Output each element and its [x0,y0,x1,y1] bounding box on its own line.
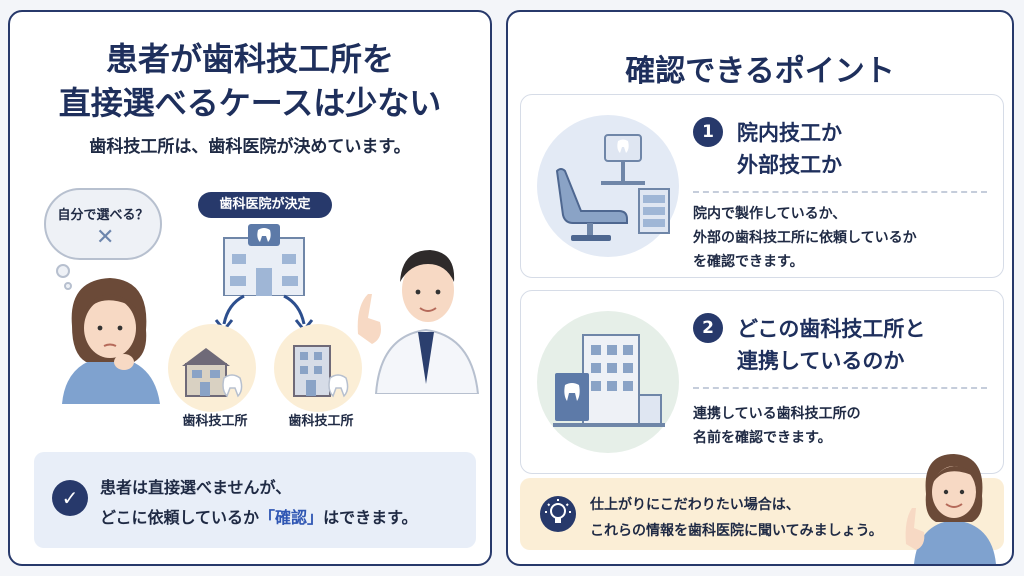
bubble-dot-large [56,264,70,278]
tip-line1: 仕上がりにこだわりたい場合は、 [590,497,800,513]
dental-chair-icon [555,134,670,241]
tooth-icon [257,228,271,242]
lab-building-icon [553,334,665,427]
point2-text-line2: 名前を確認できます。 [693,430,832,446]
dentist-pointing-illustration [357,250,480,394]
note-line1: 患者は直接選べませんが、 [100,478,292,497]
point2-text-line1: 連携している歯科技工所の [693,406,861,422]
point-card-2: 2 どこの歯科技工所と 連携しているのか 連携している歯科技工所の 名前を確認で… [520,290,1004,474]
note-highlight: 「確認」 [259,508,324,527]
point1-number: 1 [693,117,723,147]
point2-divider [693,387,987,389]
woman-thinking-illustration [62,278,160,404]
point1-title-line1: 院内技工か [737,121,842,145]
point-card-1: 1 院内技工か 外部技工か 院内で製作しているか、 外部の歯科技工所に依頼してい… [520,94,1004,278]
cross-icon: ✕ [96,225,115,250]
point1-divider [693,191,987,193]
left-panel: 患者が歯科技工所を 直接選べるケースは少ない 歯科技工所は、歯科医院が決めていま… [8,10,492,566]
point2-title-line2: 連携しているのか [737,349,905,373]
left-title-line1: 患者が歯科技工所を [105,40,394,78]
note-box: ✓ 患者は直接選べませんが、 どこに依頼しているか「確認」はできます。 [34,452,476,548]
note-line2-pre: どこに依頼しているか [100,508,260,527]
right-title: 確認できるポイント [625,54,895,89]
lightbulb-icon [540,496,576,532]
point1-text-line2: 外部の歯科技工所に依頼しているか [693,230,917,246]
tooth-icon [328,374,349,398]
woman-pointing-illustration [905,454,996,564]
point1-title-line2: 外部技工か [737,153,842,177]
point1-text-line3: を確認できます。 [693,254,804,270]
clinic-building-icon [223,224,305,296]
check-icon: ✓ [52,480,88,516]
lab-label-1: 歯科技工所 [182,414,248,429]
decided-by-clinic-tag: 歯科医院が決定 [198,192,332,218]
note-line2-post: はできます。 [323,508,418,527]
point2-title-line1: どこの歯科技工所と [737,317,926,341]
lab-label-2: 歯科技工所 [288,414,354,429]
bubble-text: 自分で選べる？ [57,208,149,223]
lab-house-icon [182,348,243,398]
tip-line2: これらの情報を歯科医院に聞いてみましょう。 [590,523,883,539]
right-panel: 確認できるポイント 1 院内技工か 外部技工か 院内で製作しているか、 外部の歯… [506,10,1014,566]
tooth-icon [222,374,243,398]
tooth-icon [564,383,580,401]
left-title-line2: 直接選べるケースは少ない [58,84,442,122]
left-subtitle: 歯科技工所は、歯科医院が決めています。 [89,137,411,157]
point2-number: 2 [693,313,723,343]
point1-text-line1: 院内で製作しているか、 [693,206,847,222]
lab-building-icon [293,345,349,398]
bubble-dot-small [64,282,72,290]
note-line2: どこに依頼しているか「確認」はできます。 [100,504,417,528]
thought-bubble-icon: 自分で選べる？ ✕ [44,188,162,260]
